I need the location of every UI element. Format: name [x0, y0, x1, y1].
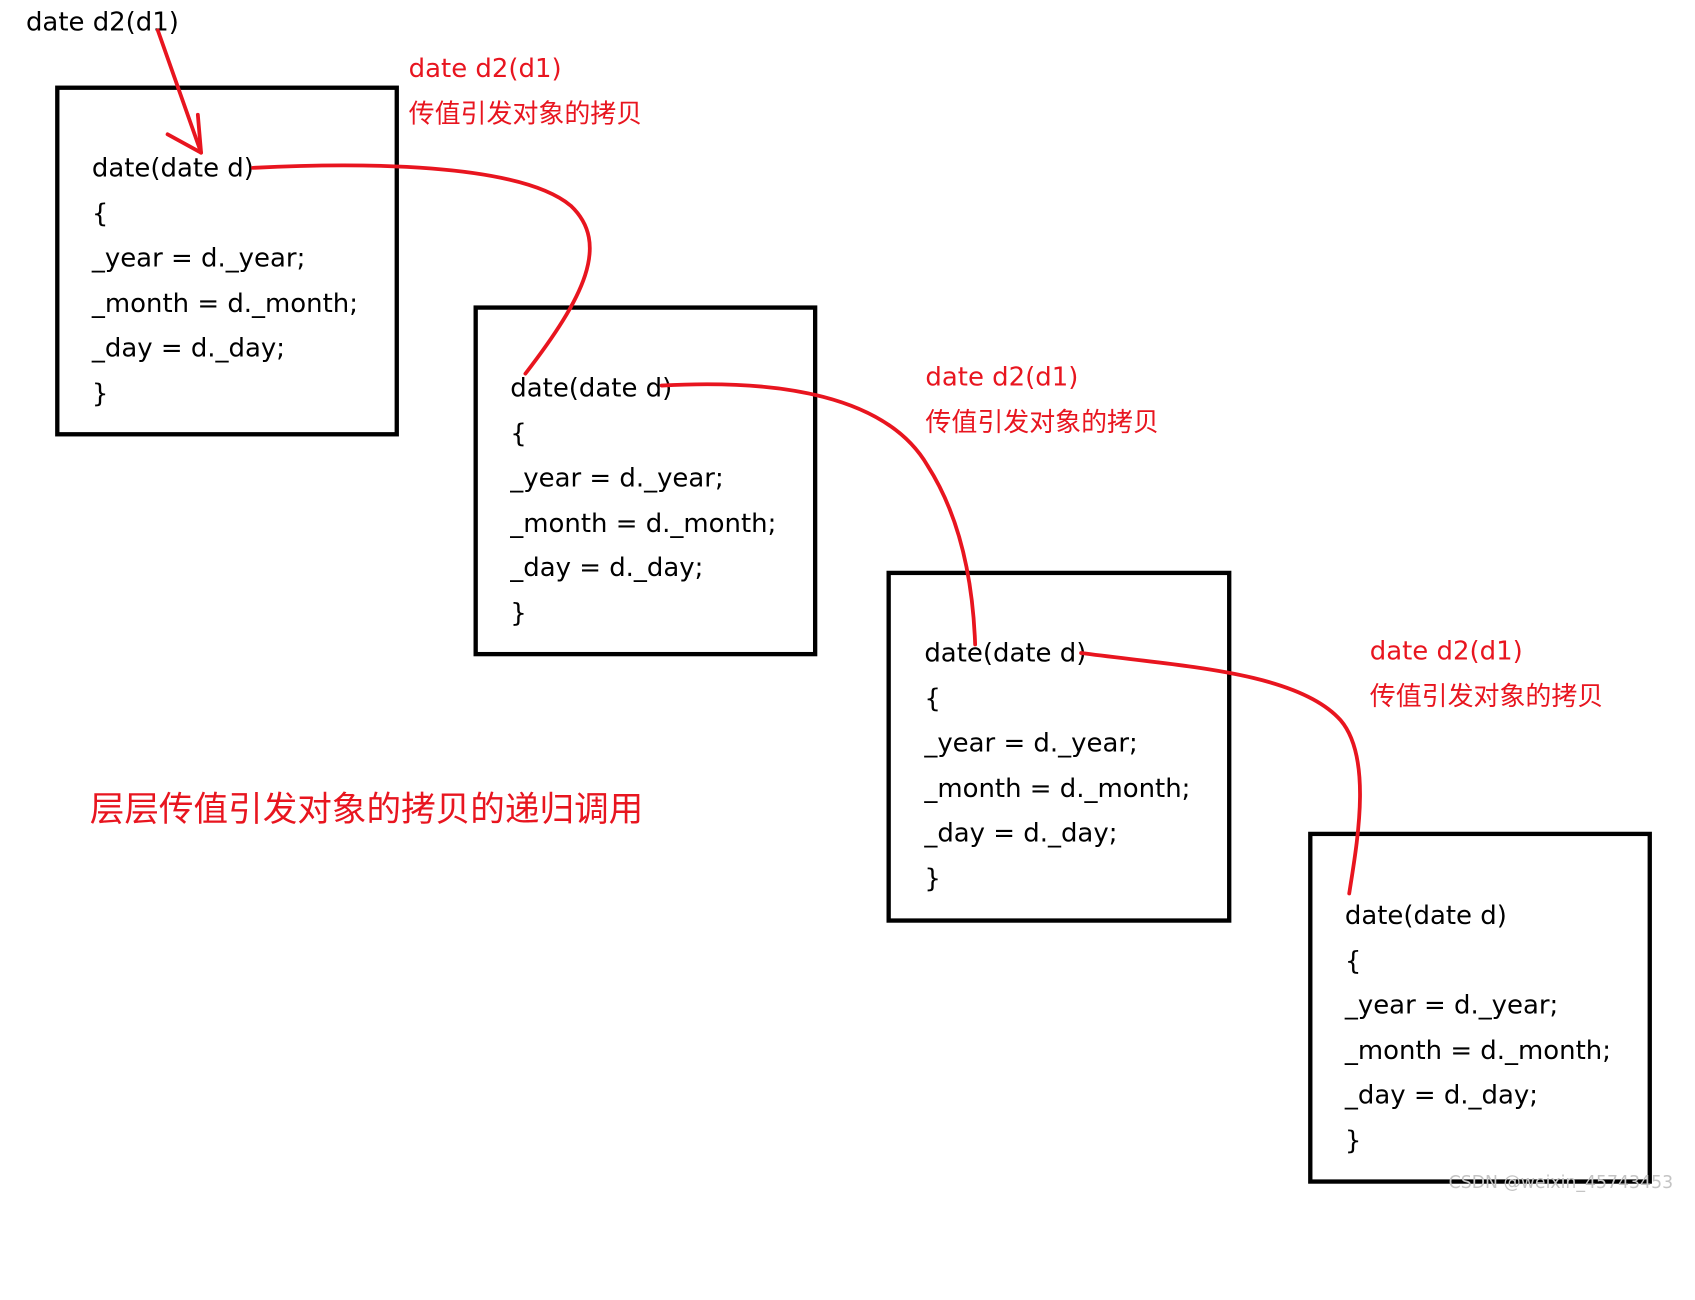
- watermark: CSDN @weixin_45743453: [1448, 1171, 1674, 1193]
- call-curve-2: [659, 382, 978, 647]
- entry-arrow-head: [165, 112, 203, 155]
- annotation-3-desc: 传值引发对象的拷贝: [1369, 681, 1604, 712]
- box-3-line-1: {: [924, 683, 941, 714]
- annotation-2-call: date d2(d1): [925, 361, 1079, 393]
- box-1-line-2: _year = d._year;: [91, 242, 306, 273]
- call-curve-1: [251, 163, 592, 376]
- box-4-line-3: _month = d._month;: [1344, 1035, 1611, 1066]
- box-1-line-3: _month = d._month;: [91, 288, 358, 319]
- code-box-2: [473, 305, 818, 657]
- box-4-line-1: {: [1344, 945, 1362, 976]
- code-box-4: [1308, 831, 1652, 1184]
- box-2-line-2: _year = d._year;: [510, 462, 724, 493]
- annotation-3-call: date d2(d1): [1369, 635, 1523, 667]
- box-4-line-2: _year = d._year;: [1344, 989, 1559, 1021]
- entry-arrow: [155, 28, 203, 155]
- call-curve-3: [1079, 651, 1362, 896]
- box-2-line-3: _month = d._month;: [510, 507, 777, 539]
- annotation-1-call: date d2(d1): [408, 53, 562, 84]
- annotation-2-desc: 传值引发对象的拷贝: [925, 407, 1159, 438]
- box-4-line-4: _day = d._day;: [1344, 1079, 1538, 1111]
- box-4-header: date(date d): [1344, 899, 1507, 931]
- connector-overlay: [155, 28, 1362, 896]
- box-2-line-4: _day = d._day;: [510, 552, 704, 583]
- top-call-label: date d2(d1): [25, 6, 179, 37]
- code-box-1: [55, 85, 399, 437]
- box-2-line-5: }: [510, 597, 527, 629]
- box-1-line-1: {: [91, 198, 109, 229]
- code-box-3: [886, 570, 1232, 923]
- box-2-header: date(date d): [510, 372, 673, 403]
- box-1-line-4: _day = d._day;: [91, 332, 285, 363]
- box-2-line-1: {: [510, 418, 527, 449]
- box-3-header: date(date d): [924, 637, 1087, 669]
- box-3-line-5: }: [924, 863, 941, 894]
- summary-label: 层层传值引发对象的拷贝的递归调用: [89, 788, 644, 830]
- box-1-line-5: }: [91, 377, 109, 409]
- box-3-line-4: _day = d._day;: [924, 817, 1118, 848]
- annotation-1-desc: 传值引发对象的拷贝: [408, 98, 643, 129]
- box-3-line-3: _month = d._month;: [924, 773, 1191, 804]
- box-4-line-5: }: [1344, 1125, 1362, 1156]
- box-3-line-2: _year = d._year;: [924, 727, 1138, 759]
- box-1-header: date(date d): [91, 152, 254, 184]
